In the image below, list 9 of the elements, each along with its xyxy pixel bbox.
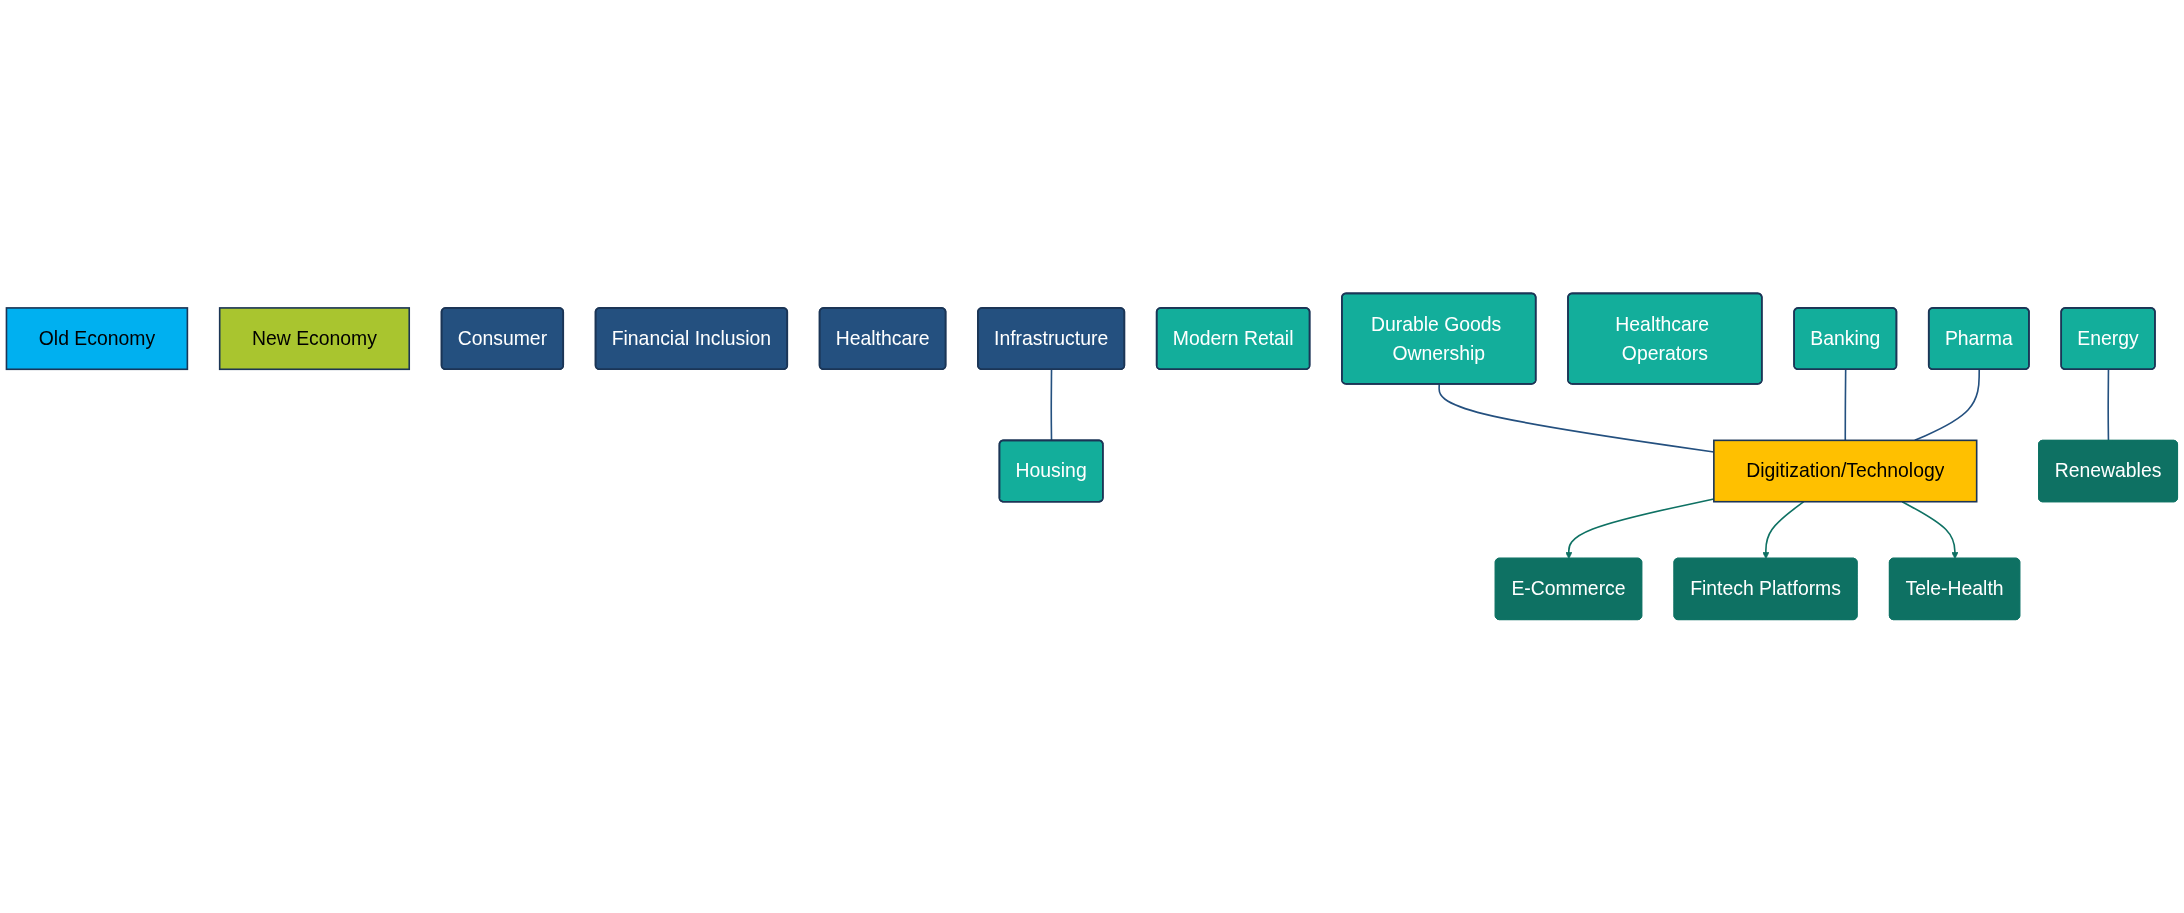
arrow <box>1762 500 1805 559</box>
node-box: Digitization/Technology <box>1713 439 1978 503</box>
connector <box>2107 368 2110 442</box>
connector <box>1050 368 1053 442</box>
arrow <box>1901 500 1959 559</box>
node-box: New Economy <box>218 307 411 371</box>
node-box: Old Economy <box>5 307 189 371</box>
connector <box>1914 368 1981 442</box>
connector <box>1844 368 1847 442</box>
